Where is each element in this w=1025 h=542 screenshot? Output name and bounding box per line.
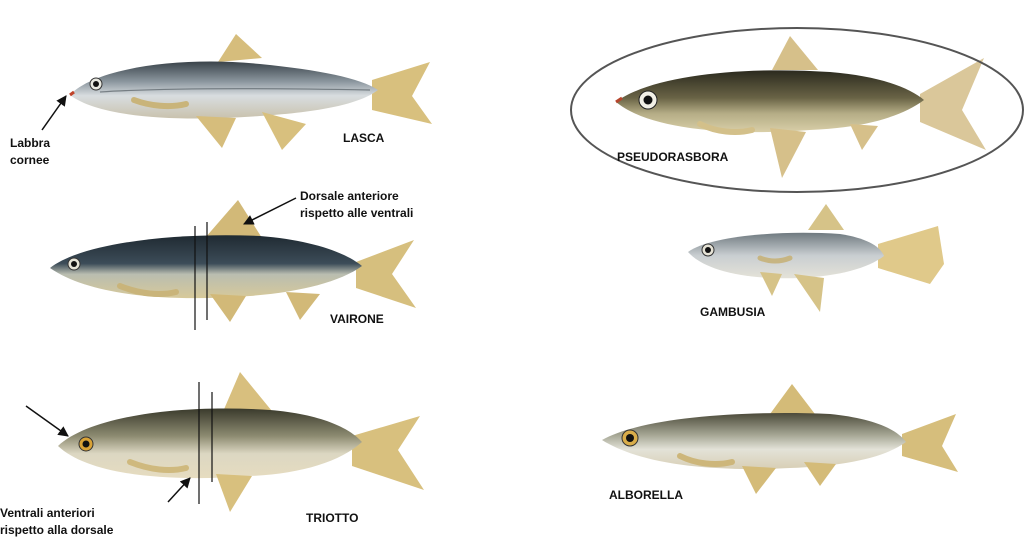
note-dorsale-line1: Dorsale anteriore: [300, 188, 413, 205]
note-ventrali-anteriori: Ventrali anteriori rispetto alla dorsale: [0, 505, 113, 539]
label-pseudorasbora: PSEUDORASBORA: [617, 150, 728, 165]
dorsale-arrow: [244, 198, 296, 224]
fish-gambusia: [688, 204, 944, 312]
note-labbra-line2: cornee: [10, 152, 50, 169]
label-lasca: LASCA: [343, 131, 384, 146]
label-triotto: TRIOTTO: [306, 511, 358, 526]
note-ventrali-line1: Ventrali anteriori: [0, 505, 113, 522]
fish-triotto: [58, 372, 424, 512]
ventrali-arrow: [168, 478, 190, 502]
triotto-snout-arrow: [26, 406, 68, 436]
note-dorsale-line2: rispetto alle ventrali: [300, 205, 413, 222]
fish-alborella: [602, 384, 958, 494]
label-vairone: VAIRONE: [330, 312, 384, 327]
label-gambusia: GAMBUSIA: [700, 305, 765, 320]
note-labbra-line1: Labbra: [10, 135, 50, 152]
label-alborella: ALBORELLA: [609, 488, 683, 503]
note-ventrali-line2: rispetto alla dorsale: [0, 522, 113, 539]
note-dorsale-anteriore: Dorsale anteriore rispetto alle ventrali: [300, 188, 413, 222]
note-labbra-cornee: Labbra cornee: [10, 135, 50, 169]
labbra-arrow: [42, 96, 66, 130]
